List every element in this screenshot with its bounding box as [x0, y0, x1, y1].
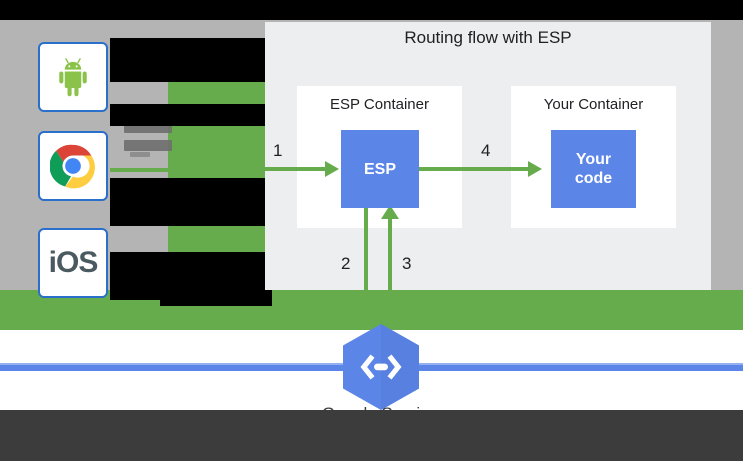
client-card-ios[interactable]: iOS — [38, 228, 108, 298]
your-container-title: Your Container — [543, 96, 644, 113]
panel-title: Routing flow with ESP — [404, 28, 572, 47]
top-black-band — [0, 0, 743, 20]
esp-box-label: ESP — [363, 160, 396, 178]
step-number-1: 1 — [273, 141, 283, 160]
arrow-4-line — [419, 167, 537, 171]
obscured-text-line — [124, 122, 172, 133]
obscured-text-fragment — [130, 152, 150, 157]
arrow-1-head — [325, 161, 339, 177]
obscured-text-line — [124, 140, 172, 151]
google-cloud-endpoints-hexagon-icon — [343, 324, 419, 410]
arrow-3-head — [381, 205, 399, 219]
your-code-box: Your code — [551, 130, 636, 208]
arrow-2-line — [364, 208, 368, 330]
occlusion-block — [110, 178, 265, 226]
step-number-4: 4 — [481, 141, 491, 160]
arrow-3-line — [388, 216, 392, 330]
occlusion-block — [110, 38, 265, 82]
green-connector-chrome — [110, 168, 170, 172]
ios-text-icon: iOS — [48, 246, 99, 279]
client-card-android[interactable] — [38, 42, 108, 112]
step-number-3: 3 — [402, 254, 412, 273]
step-number-2: 2 — [341, 254, 351, 273]
client-card-chrome[interactable] — [38, 131, 108, 201]
bottom-dark-overlay — [0, 410, 743, 461]
occlusion-block — [160, 288, 272, 306]
esp-box: ESP — [341, 130, 419, 208]
chrome-browser-icon — [50, 144, 95, 189]
esp-container-title: ESP Container — [330, 96, 429, 113]
arrow-4-head — [528, 161, 542, 177]
occlusion-block — [110, 104, 265, 126]
your-code-box-label: Your code — [574, 151, 613, 187]
android-robot-icon — [59, 58, 87, 97]
service-control-logo — [337, 322, 425, 412]
arrow-1-line — [263, 167, 333, 171]
